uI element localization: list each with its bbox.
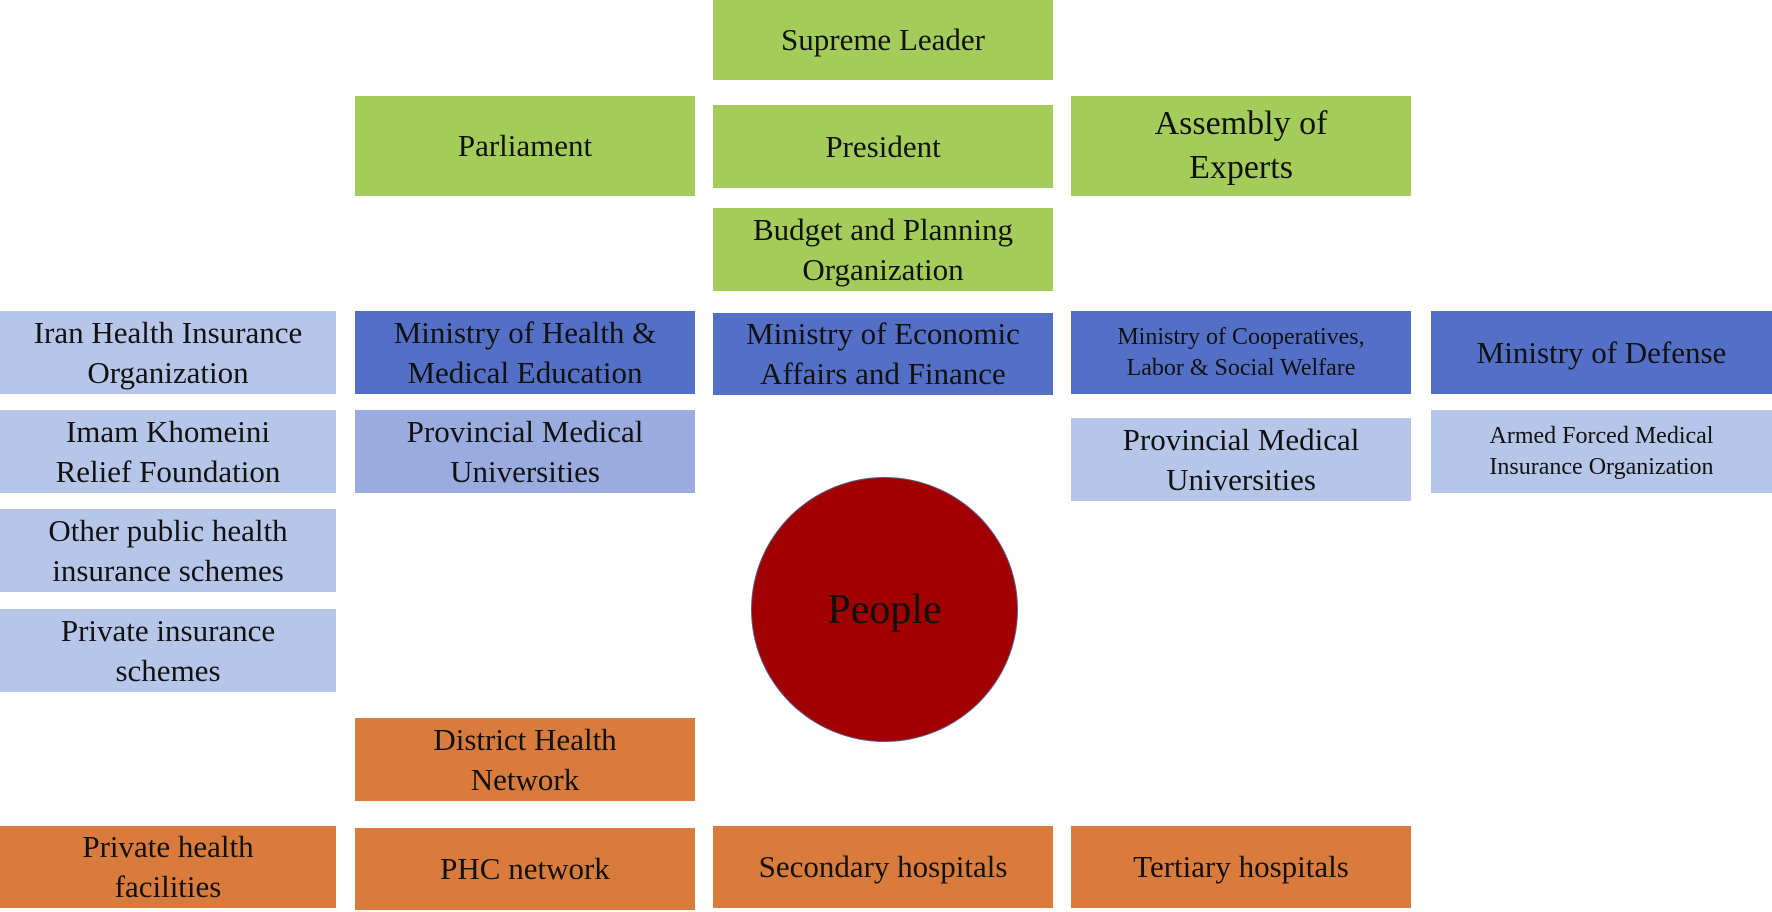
president-box: President (713, 105, 1053, 188)
supreme-leader-box: Supreme Leader (713, 0, 1053, 80)
parliament-box: Parliament (355, 96, 695, 196)
private-insurance-schemes-box: Private insurance schemes (0, 609, 336, 692)
imam-khomeini-relief-foundation-box: Imam Khomeini Relief Foundation (0, 410, 336, 493)
armed-forces-medical-insurance-box: Armed Forced Medical Insurance Organizat… (1431, 410, 1772, 493)
other-public-health-insurance-box: Other public health insurance schemes (0, 509, 336, 592)
provincial-medical-universities-left-box: Provincial Medical Universities (355, 410, 695, 493)
tertiary-hospitals-box: Tertiary hospitals (1071, 826, 1411, 908)
people-circle: People (751, 477, 1018, 742)
ministry-of-economic-affairs-box: Ministry of Economic Affairs and Finance (713, 313, 1053, 395)
iran-health-insurance-organization-box: Iran Health Insurance Organization (0, 311, 336, 394)
ministry-of-health-box: Ministry of Health & Medical Education (355, 311, 695, 394)
district-health-network-box: District Health Network (355, 718, 695, 801)
private-health-facilities-box: Private health facilities (0, 826, 336, 908)
ministry-of-defense-box: Ministry of Defense (1431, 311, 1772, 394)
provincial-medical-universities-right-box: Provincial Medical Universities (1071, 418, 1411, 501)
budget-planning-organization-box: Budget and Planning Organization (713, 208, 1053, 291)
ministry-of-cooperatives-box: Ministry of Cooperatives, Labor & Social… (1071, 311, 1411, 394)
secondary-hospitals-box: Secondary hospitals (713, 826, 1053, 908)
assembly-of-experts-box: Assembly of Experts (1071, 96, 1411, 196)
phc-network-box: PHC network (355, 828, 695, 910)
